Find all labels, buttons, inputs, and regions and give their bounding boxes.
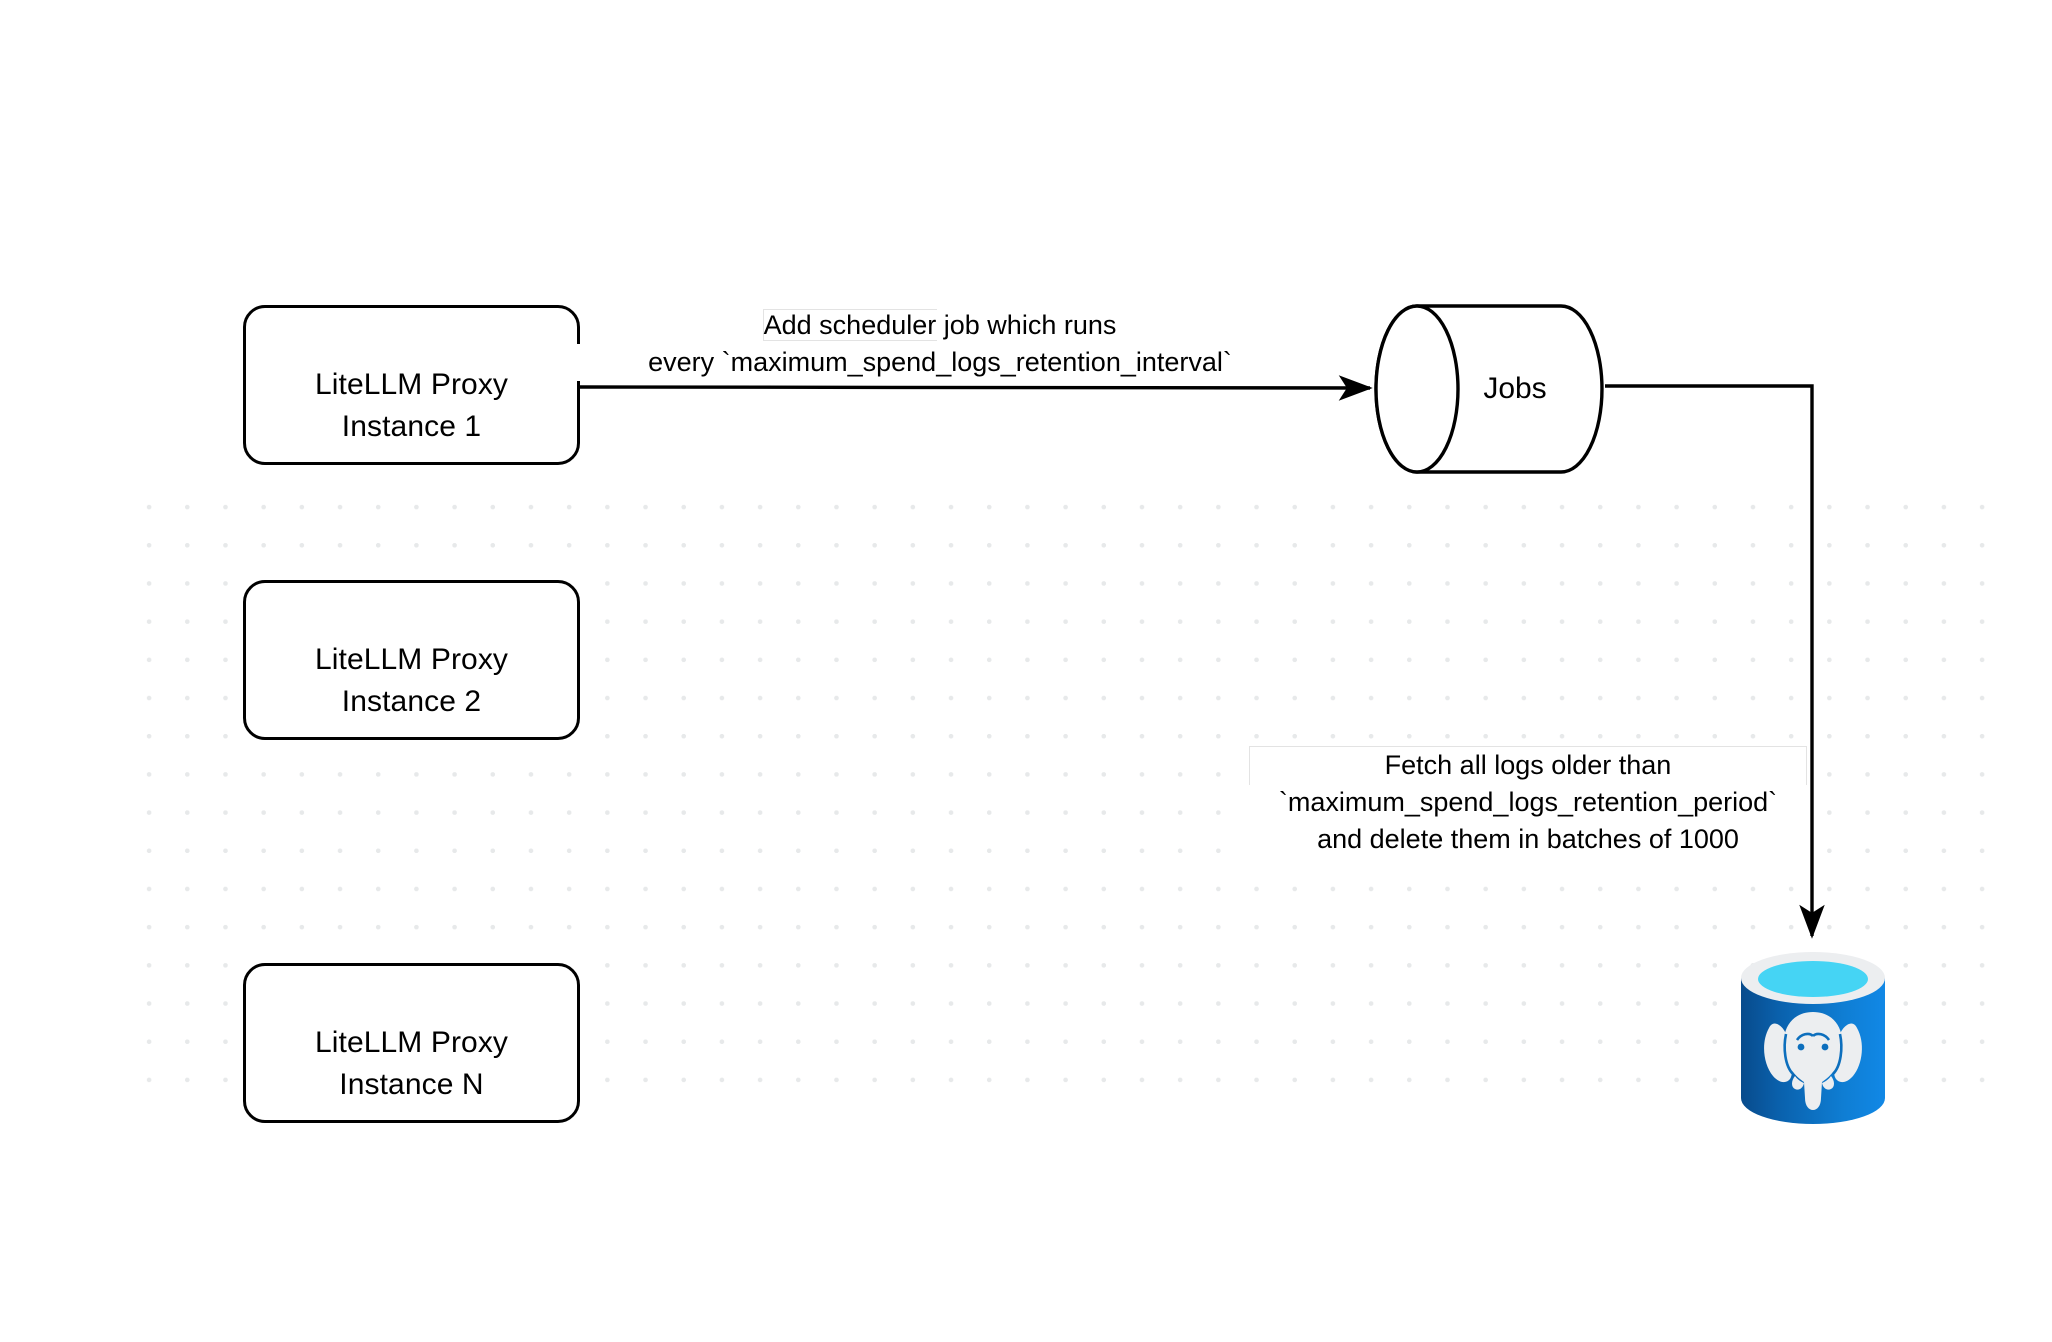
mask-bottom-band — [0, 1104, 2052, 1342]
node-proxy-instance-2-label: LiteLLM Proxy Instance 2 — [315, 597, 508, 723]
edge-label-2-line-2: `maximum_spend_logs_retention_period` — [1250, 784, 1806, 821]
edge-label-2-line-1: Fetch all logs older than — [1250, 747, 1806, 784]
postgres-elephant-detail — [1783, 1032, 1843, 1075]
proxy-n-line-1: LiteLLM Proxy — [314, 1026, 509, 1059]
node-jobs-queue[interactable]: Jobs — [1373, 303, 1605, 475]
edge-label-1-line-2: every `maximum_spend_logs_retention_inte… — [570, 344, 1310, 381]
edge-label-1-highlight: Add scheduler — [763, 310, 937, 340]
node-proxy-instance-2[interactable]: LiteLLM Proxy Instance 2 — [243, 580, 580, 740]
postgres-database-icon — [1741, 952, 1885, 1124]
edge-label-scheduler-job: Add scheduler job which runs every `maxi… — [570, 307, 1310, 381]
proxy-2-line-2: Instance 2 — [341, 685, 482, 718]
proxy-n-line-2: Instance N — [339, 1068, 484, 1101]
mask-right-margin — [2004, 0, 2052, 1342]
node-jobs-queue-label: Jobs — [1483, 372, 1547, 405]
edge-label-1-rest: job which runs — [936, 310, 1117, 340]
proxy-2-line-1: LiteLLM Proxy — [314, 643, 509, 676]
edge-label-2-line-3: and delete them in batches of 1000 — [1250, 821, 1806, 858]
edge-label-1-line-1: Add scheduler job which runs — [570, 307, 1310, 344]
node-proxy-instance-1[interactable]: LiteLLM Proxy Instance 1 — [243, 305, 580, 465]
node-proxy-instance-n[interactable]: LiteLLM Proxy Instance N — [243, 963, 580, 1123]
node-postgres-database[interactable] — [1739, 948, 1887, 1128]
jobs-cylinder-shape — [1374, 304, 1604, 474]
node-proxy-instance-n-label: LiteLLM Proxy Instance N — [315, 980, 508, 1106]
edge-label-delete-logs: Fetch all logs older than `maximum_spend… — [1250, 747, 1806, 858]
node-proxy-instance-1-label: LiteLLM Proxy Instance 1 — [315, 322, 508, 448]
proxy-1-line-1: LiteLLM Proxy — [314, 368, 509, 401]
proxy-1-line-2: Instance 1 — [341, 410, 482, 443]
